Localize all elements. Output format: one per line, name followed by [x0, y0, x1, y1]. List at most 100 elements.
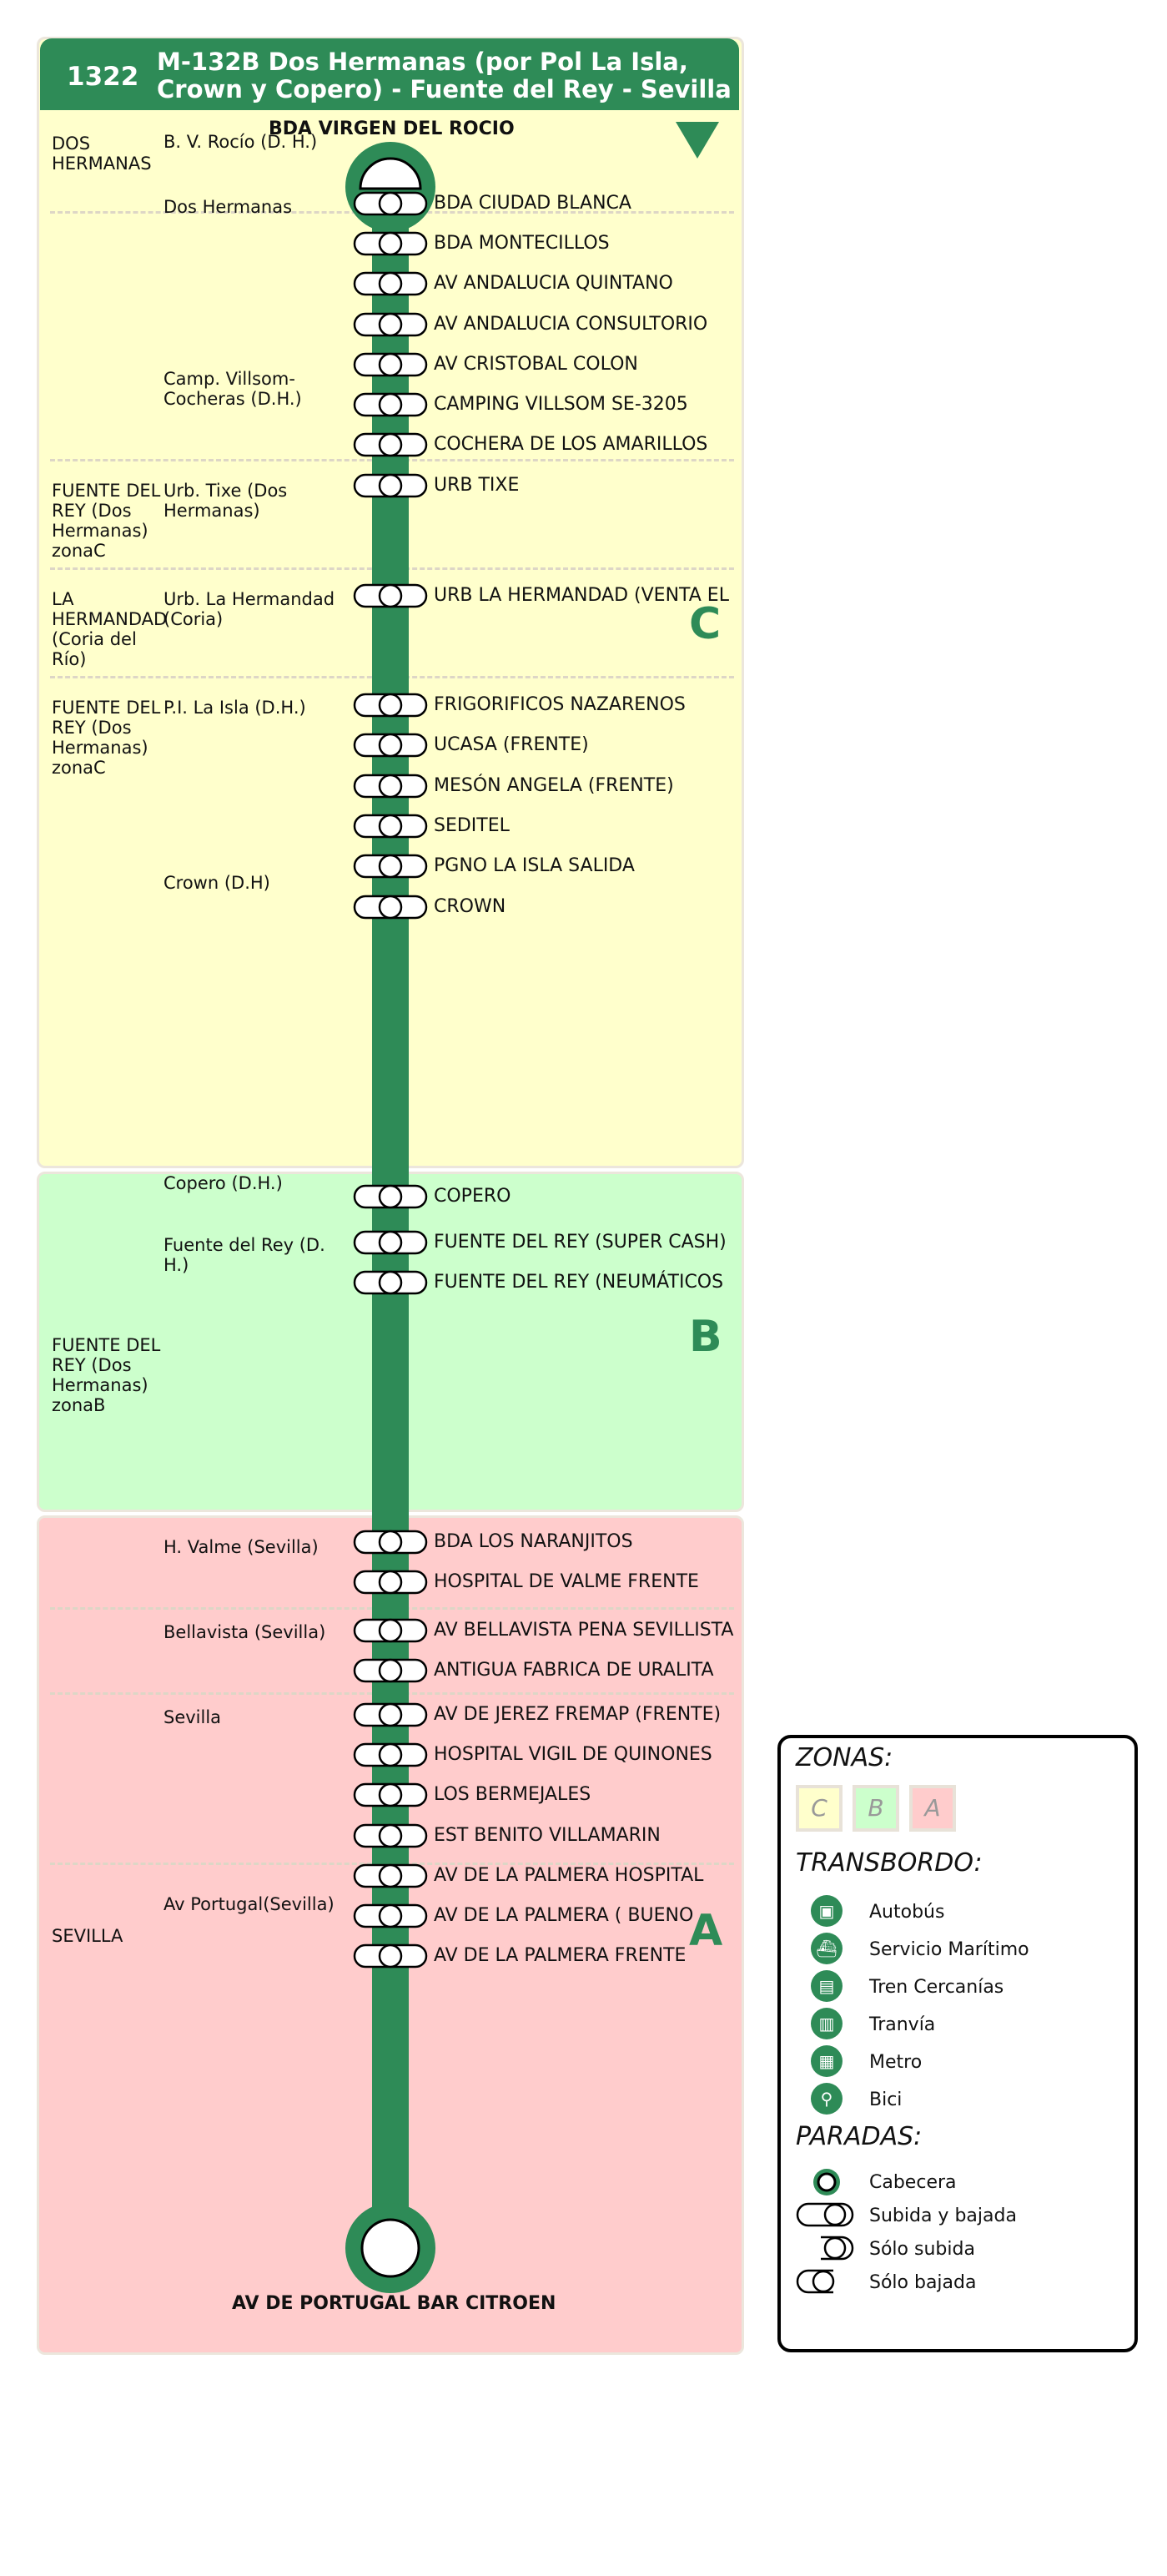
locality-label: B. V. Rocío (D. H.)	[163, 132, 318, 152]
locality-label: Camp. Villsom-Cocheras (D.H.)	[163, 369, 302, 409]
stop-label: EST BENITO VILLAMARIN	[434, 1825, 661, 1846]
start-terminal-ring	[359, 157, 422, 190]
zone-a-swatch: A	[909, 1785, 956, 1832]
locality-label: Copero (D.H.)	[163, 1173, 283, 1193]
legend-item-label: Servicio Marítimo	[869, 1939, 1029, 1960]
stop-marker-circle	[378, 1702, 403, 1727]
stop-marker-circle	[378, 1270, 403, 1295]
stop-marker-circle	[378, 1903, 403, 1928]
zone-c-swatch: C	[796, 1785, 843, 1832]
route-header: 1322 M-132B Dos Hermanas (por Pol La Isl…	[40, 38, 739, 110]
stop-label: AV DE LA PALMERA HOSPITAL	[434, 1865, 704, 1886]
stop-board-only-icon	[821, 2236, 854, 2261]
stop-label: AV ANDALUCIA QUINTANO	[434, 273, 673, 294]
end-terminal-ring	[360, 2218, 420, 2278]
stop-marker-circle	[378, 814, 403, 839]
stop-marker-circle	[378, 733, 403, 758]
stop-marker-circle	[378, 1184, 403, 1209]
stop-marker-circle	[378, 693, 403, 718]
stop-marker-circle	[378, 1823, 403, 1848]
stop-label: HOSPITAL VIGIL DE QUINONES	[434, 1744, 712, 1765]
locality-label: Bellavista (Sevilla)	[163, 1622, 326, 1642]
stop-marker-circle	[378, 583, 403, 608]
locality-label: Sevilla	[163, 1707, 222, 1727]
stop-marker-circle	[378, 191, 403, 216]
stop-marker-circle	[378, 1618, 403, 1643]
cabecera-icon	[813, 2169, 840, 2195]
zone-letter: A	[689, 1906, 723, 1956]
stop-marker-circle	[378, 895, 403, 920]
stop-marker-circle	[378, 1658, 403, 1683]
stop-label: AV CRISTOBAL COLON	[434, 354, 638, 375]
legend-item-label: Subida y bajada	[869, 2205, 1017, 2226]
stop-label: FUENTE DEL REY (NEUMÁTICOS	[434, 1272, 724, 1293]
stop-label: BDA CIUDAD BLANCA	[434, 193, 631, 214]
stop-marker-circle	[378, 392, 403, 417]
end-terminal-label: AV DE PORTUGAL BAR CITROEN	[232, 2293, 556, 2314]
stop-label: HOSPITAL DE VALME FRENTE	[434, 1571, 699, 1592]
bus-icon: ▣	[811, 1895, 843, 1927]
stop-label: CAMPING VILLSOM SE-3205	[434, 394, 688, 415]
boat-icon: ⛴	[811, 1933, 843, 1964]
stop-label: AV DE JEREZ FREMAP (FRENTE)	[434, 1704, 722, 1725]
legend-item-label: Autobús	[869, 1902, 945, 1923]
locality-label: Crown (D.H)	[163, 873, 270, 893]
stop-marker-circle	[378, 352, 403, 377]
stop-marker-circle	[378, 312, 403, 337]
stop-marker-circle	[378, 1863, 403, 1888]
zone-name: LA HERMANDAD (Coria del Río)	[52, 589, 168, 669]
legend-item-label: Metro	[869, 2052, 923, 2073]
stop-label: URB TIXE	[434, 475, 520, 496]
stop-marker-circle	[378, 1943, 403, 1969]
stop-alight-only-icon	[796, 2269, 835, 2294]
start-terminal-label: BDA VIRGEN DEL ROCIO	[269, 118, 515, 139]
legend-box: ZONAS: C B A TRANSBORDO: ▣ Autobús ⛴ Ser…	[777, 1735, 1138, 2352]
stop-label: AV ANDALUCIA CONSULTORIO	[434, 314, 708, 335]
zone-name: FUENTE DEL REY (Dos Hermanas) zonaC	[52, 698, 161, 778]
legend-item-label: Tren Cercanías	[869, 1977, 1004, 1998]
zone-name: DOS HERMANAS	[52, 134, 152, 174]
zone-name: SEVILLA	[52, 1926, 123, 1946]
stop-marker-circle	[378, 1230, 403, 1255]
zone-letter: B	[689, 1312, 722, 1362]
stop-marker-circle	[378, 774, 403, 799]
locality-label: Av Portugal(Sevilla)	[163, 1894, 335, 1914]
legend-item-label: Sólo bajada	[869, 2272, 977, 2293]
legend-transfer-title: TRANSBORDO:	[796, 1848, 983, 1878]
stop-label: CROWN	[434, 896, 506, 917]
stop-marker-circle	[378, 473, 403, 498]
legend-item-label: Bici	[869, 2090, 903, 2110]
tram-icon: ▥	[811, 2008, 843, 2039]
stop-marker-circle	[378, 231, 403, 256]
bike-icon: ⚲	[811, 2083, 843, 2115]
locality-label: P.I. La Isla (D.H.)	[163, 698, 306, 718]
legend-zones-title: ZONAS:	[796, 1743, 893, 1772]
zone-name: FUENTE DEL REY (Dos Hermanas) zonaC	[52, 481, 161, 561]
route-diagram	[345, 142, 435, 2293]
stop-label: URB LA HERMANDAD (VENTA EL	[434, 585, 729, 606]
stop-label: ANTIGUA FABRICA DE URALITA	[434, 1660, 714, 1681]
stop-label: COCHERA DE LOS AMARILLOS	[434, 434, 708, 455]
locality-label: Urb. Tixe (Dos Hermanas)	[163, 481, 288, 521]
stop-label: COPERO	[434, 1186, 511, 1207]
train-icon: ▤	[811, 1970, 843, 2002]
zone-b-swatch: B	[853, 1785, 899, 1832]
stop-label: BDA MONTECILLOS	[434, 233, 610, 254]
locality-label: Dos Hermanas	[163, 197, 293, 217]
locality-label: Urb. La Hermandad (Coria)	[163, 589, 335, 629]
legend-item-label: Cabecera	[869, 2172, 957, 2193]
stop-label: FRIGORIFICOS NAZARENOS	[434, 694, 686, 715]
stop-label: UCASA (FRENTE)	[434, 734, 589, 755]
legend-stops-title: PARADAS:	[796, 2122, 923, 2151]
zone-name: FUENTE DEL REY (Dos Hermanas) zonaB	[52, 1335, 161, 1415]
stop-label: PGNO LA ISLA SALIDA	[434, 855, 635, 876]
zone-letter: C	[689, 599, 722, 649]
locality-label: H. Valme (Sevilla)	[163, 1537, 319, 1557]
stop-label: AV DE LA PALMERA ( BUENO	[434, 1905, 694, 1926]
stop-marker-circle	[378, 271, 403, 296]
legend-item-label: Sólo subida	[869, 2239, 975, 2260]
route-title: M-132B Dos Hermanas (por Pol La Isla, Cr…	[157, 48, 732, 103]
stop-label: FUENTE DEL REY (SUPER CASH)	[434, 1232, 727, 1253]
metro-icon: ▦	[811, 2045, 843, 2077]
stop-both-icon	[796, 2202, 854, 2227]
